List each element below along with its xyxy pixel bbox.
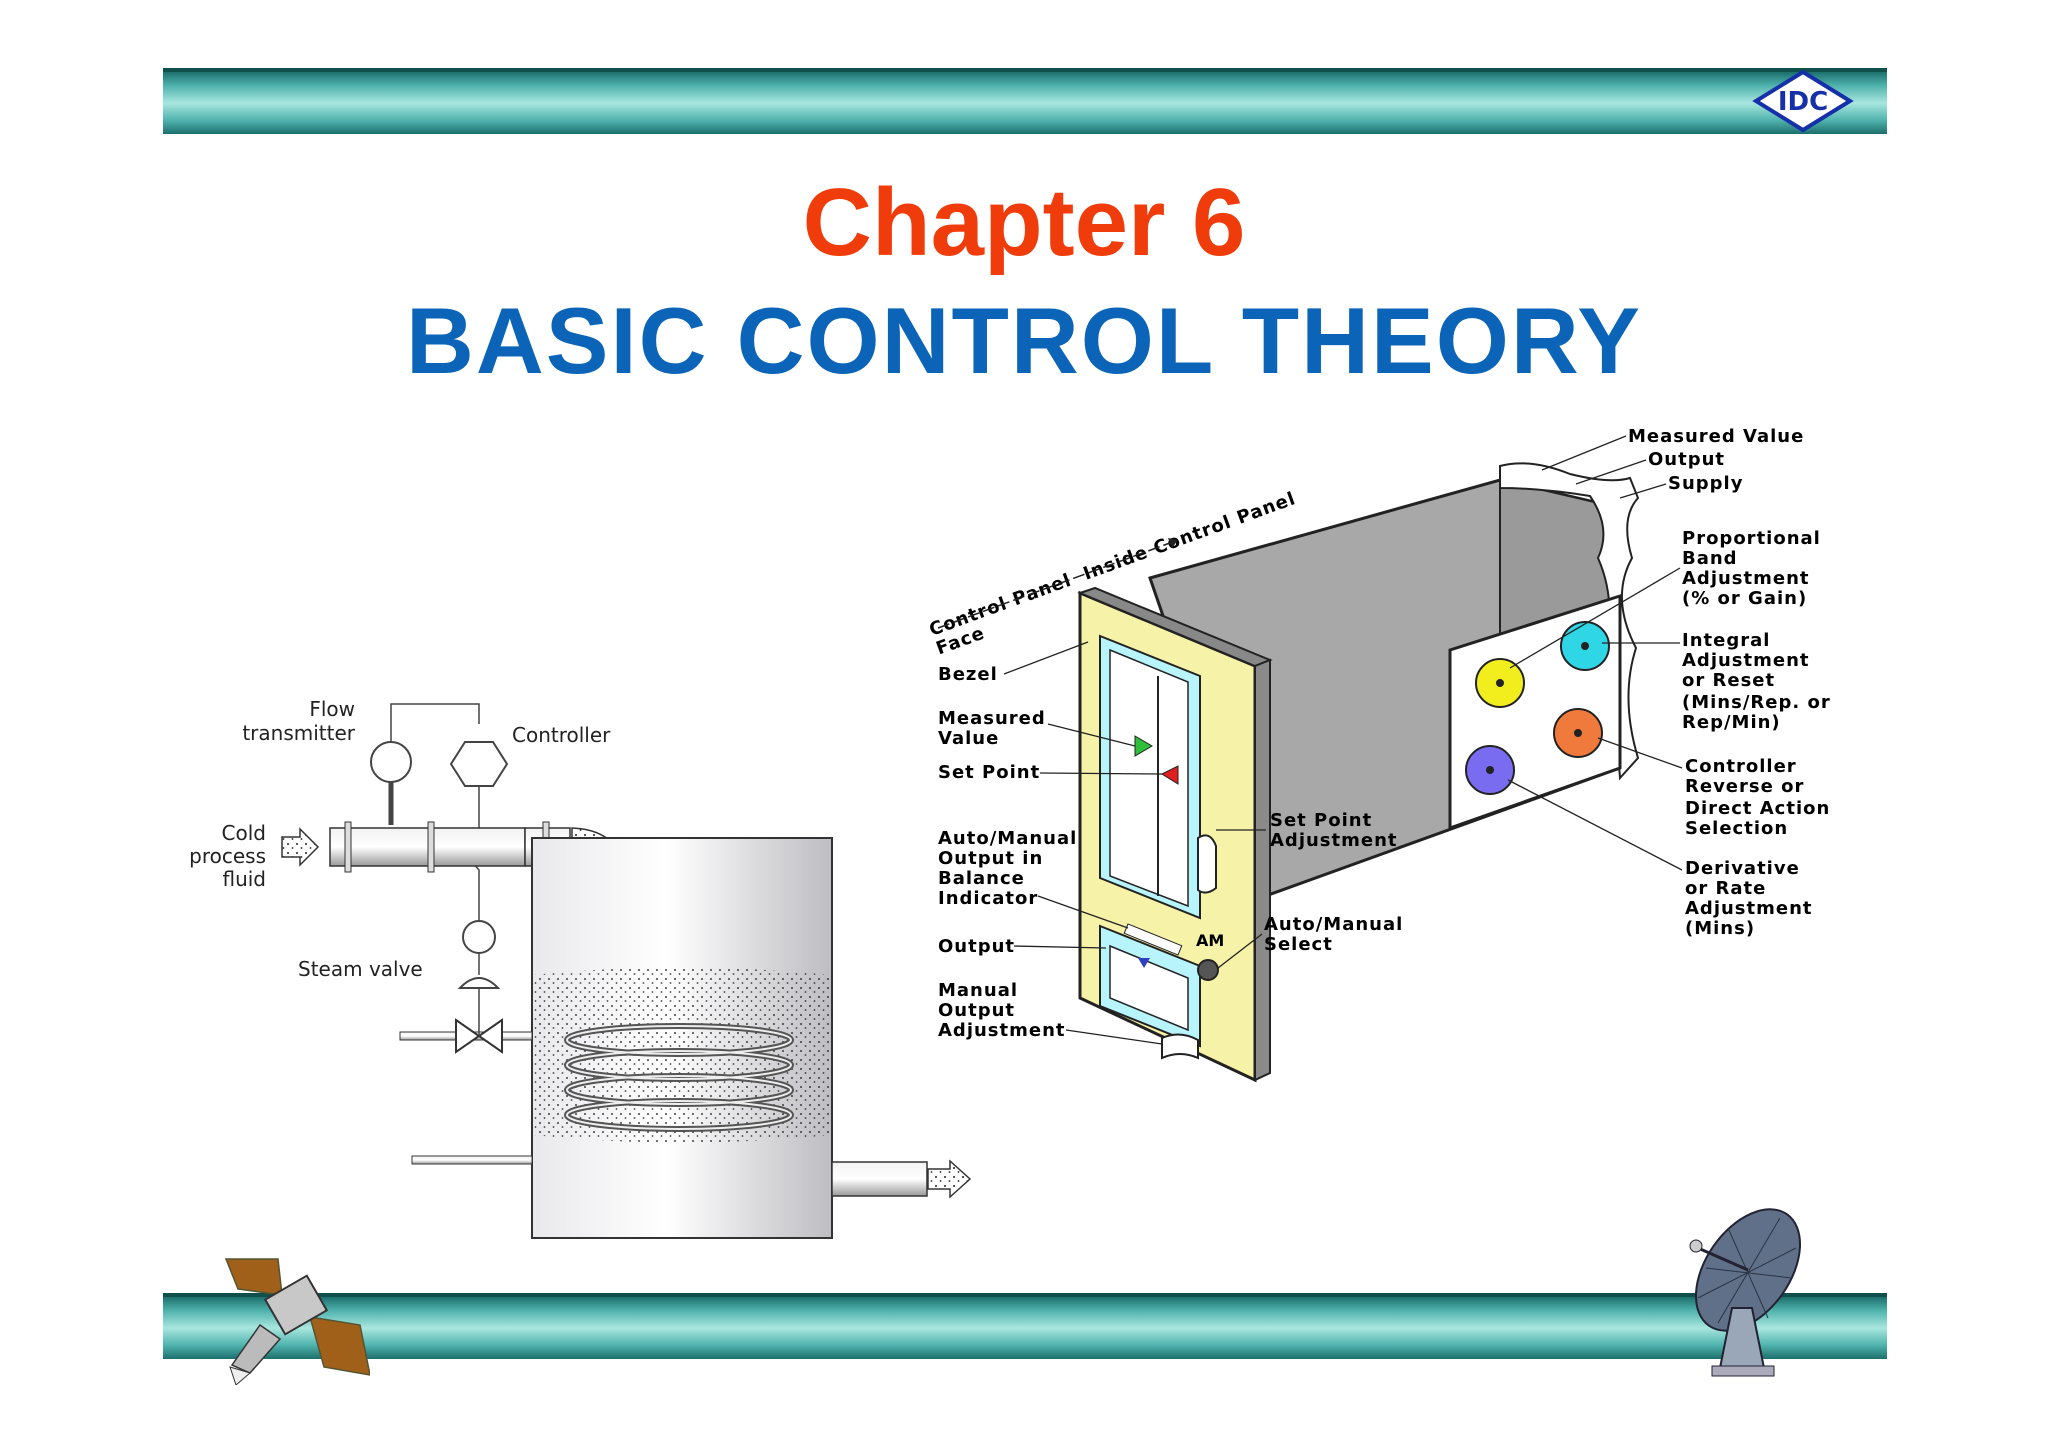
set-point-pointer bbox=[1160, 765, 1179, 785]
conn-measured-value-label: Measured Value bbox=[1628, 426, 1804, 447]
output-label: Output bbox=[938, 936, 1015, 957]
conn-supply-label: Supply bbox=[1668, 473, 1743, 494]
am-mark: AM bbox=[1196, 931, 1224, 950]
outlet-arrow-icon bbox=[927, 1159, 972, 1199]
set-point-adjustment-knob[interactable] bbox=[1197, 834, 1217, 894]
steam-valve-icon bbox=[455, 1018, 481, 1054]
bezel-label: Bezel bbox=[938, 664, 998, 685]
controller-diagram: AM Control PanelFace Inside Control Pane… bbox=[930, 426, 1831, 1083]
controller-icon bbox=[449, 741, 509, 787]
controller-label: Controller bbox=[512, 723, 611, 747]
chapter-subtitle: BASIC CONTROL THEORY bbox=[406, 288, 1642, 393]
satellite-dish-icon bbox=[1689, 1208, 1802, 1377]
top-banner bbox=[163, 68, 1887, 134]
flow-transmitter-icon bbox=[370, 741, 412, 783]
chapter-title: Chapter 6 bbox=[802, 169, 1246, 276]
satellite-icon bbox=[224, 1258, 370, 1385]
inlet-arrow-icon bbox=[281, 827, 320, 867]
idc-logo-icon: IDC bbox=[1752, 69, 1854, 133]
auto-manual-select-switch[interactable] bbox=[1197, 959, 1219, 981]
conn-output-label: Output bbox=[1648, 449, 1725, 470]
bottom-banner bbox=[163, 1293, 1887, 1359]
logo-text: IDC bbox=[1778, 87, 1828, 117]
valve-actuator-icon bbox=[462, 920, 496, 954]
steam-valve-label: Steam valve bbox=[298, 957, 423, 981]
manual-output-adjustment-wheel[interactable] bbox=[1161, 1033, 1199, 1060]
set-point-label: Set Point bbox=[938, 762, 1040, 783]
